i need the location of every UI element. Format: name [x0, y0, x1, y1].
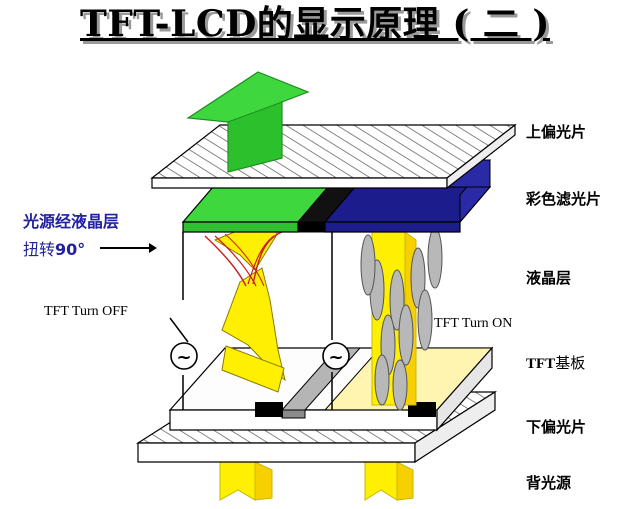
- ac-source-off: ~: [170, 342, 198, 370]
- light-twist-prefix: 扭转: [23, 240, 56, 259]
- backlight-beam-right: [364, 461, 414, 501]
- tft-switch-right: [408, 402, 436, 417]
- tft-off-label: TFT Turn OFF: [44, 304, 128, 319]
- light-output-arrow: [186, 71, 310, 173]
- lc-molecules: [360, 227, 443, 411]
- label-liquid-crystal-layer: 液晶层: [526, 269, 572, 287]
- light-twist-angle: 90°: [55, 240, 86, 259]
- tft-on-label: TFT Turn ON: [434, 316, 513, 331]
- tft-switch-left: [255, 402, 283, 417]
- light-twist-title: 光源经液晶层: [23, 212, 120, 231]
- label-tft-substrate-rest: 基板: [555, 354, 586, 372]
- ac-source-on: ~: [322, 342, 350, 370]
- wiring: [169, 232, 333, 410]
- label-tft-substrate-bold: TFT: [526, 356, 556, 372]
- light-twist-arrow: [100, 243, 157, 253]
- label-backlight: 背光源: [526, 474, 572, 492]
- ac-symbol-off: ~: [176, 347, 191, 368]
- light-twist-sub: 扭转90°: [23, 236, 85, 260]
- backlight-beam-left: [219, 461, 273, 501]
- ac-symbol-on: ~: [328, 347, 343, 368]
- label-tft-substrate: TFT基板: [526, 352, 585, 373]
- label-lower-polarizer: 下偏光片: [526, 418, 587, 436]
- page-title: TFT-LCD的显示原理 ( 二 ): [80, 3, 550, 45]
- label-upper-polarizer: 上偏光片: [526, 123, 587, 141]
- label-color-filter: 彩色滤光片: [526, 190, 602, 208]
